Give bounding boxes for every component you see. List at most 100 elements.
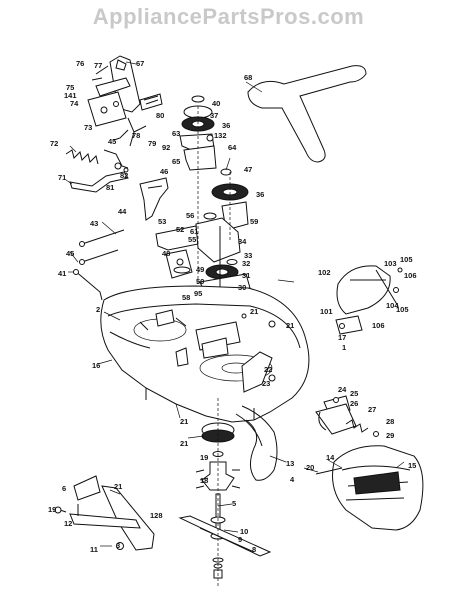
callout-label: 128 [150,511,163,520]
callout-label: 50 [196,277,204,286]
callout-label: 75 [66,83,74,92]
deck-belt[interactable] [235,405,278,481]
callout-label: 43 [90,219,98,228]
callout-label: 6 [62,484,66,493]
callout-label: 76 [76,59,84,68]
callout-label: 31 [242,271,250,280]
lift-linkage[interactable] [87,55,163,147]
callout-label: 71 [58,173,66,182]
callout-label: 53 [158,217,166,226]
callout-label: 28 [386,417,394,426]
callout-label: 45 [66,249,74,258]
callout-label: 21 [180,417,188,426]
front-hanger-bracket[interactable] [54,475,155,551]
callout-label: 82 [120,171,128,180]
callout-label: 3 [116,541,120,550]
callout-label: 11 [90,545,98,554]
callout-label: 29 [386,431,394,440]
callout-label: 52 [176,225,184,234]
callout-label: 63 [172,129,180,138]
callout-label: 72 [50,139,58,148]
callout-label: 27 [368,405,376,414]
spindle-assembly[interactable] [178,398,272,586]
callout-label: 36 [222,121,230,130]
callout-label: 32 [242,259,250,268]
bracket-44[interactable] [139,177,169,221]
belt-shield[interactable] [335,265,403,335]
callout-label: 49 [196,265,204,274]
callout-label: 65 [172,157,180,166]
callout-label: 106 [372,321,385,330]
belt-tool-68[interactable] [247,65,367,163]
callout-label: 73 [84,123,92,132]
callout-label: 19 [200,453,208,462]
callout-label: 64 [228,143,237,152]
callout-labels: 67 76 77 75 141 74 73 68 40 37 36 63 132… [48,59,417,554]
callout-label: 77 [94,61,102,70]
callout-label: 74 [70,99,79,108]
callout-label: 40 [212,99,220,108]
callout-label: 132 [214,131,227,140]
callout-label: 58 [182,293,190,302]
spring-72[interactable] [65,149,99,165]
callout-label: 15 [408,461,416,470]
callout-label: 106 [404,271,417,280]
mower-deck-housing[interactable] [100,285,310,423]
callout-label: 34 [238,237,247,246]
callout-label: 46 [160,167,168,176]
callout-label: 4 [290,475,295,484]
callout-label: 67 [136,59,144,68]
callout-label: 102 [318,268,331,277]
discharge-chute[interactable] [315,445,424,531]
callout-label: 18 [200,476,208,485]
callout-label: 23 [262,379,270,388]
rod-71[interactable] [69,149,129,193]
callout-label: 41 [58,269,66,278]
callout-label: 20 [306,463,314,472]
watermark-text: AppliancePartsPros.com [92,4,365,29]
callout-label: 26 [350,399,358,408]
callout-label: 141 [64,91,77,100]
callout-label: 44 [118,207,127,216]
callout-label: 68 [244,73,252,82]
callout-label: 101 [320,307,333,316]
callout-label: 13 [286,459,294,468]
callout-label: 103 [384,259,397,268]
lift-rod-43[interactable] [73,229,125,301]
callout-label: 9 [238,535,242,544]
callout-label: 19 [48,505,56,514]
callout-label: 37 [210,111,218,120]
callout-label: 21 [114,482,122,491]
callout-label: 59 [250,217,258,226]
callout-label: 55 [188,235,196,244]
callout-label: 56 [186,211,194,220]
callout-label: 2 [96,305,100,314]
callout-label: 61 [190,227,198,236]
callout-label: 30 [238,283,246,292]
callout-label: 105 [400,255,413,264]
callout-label: 8 [252,545,256,554]
callout-label: 81 [106,183,114,192]
callout-label: 12 [64,519,72,528]
callout-label: 105 [396,305,409,314]
callout-label: 104 [386,301,399,310]
callout-label: 21 [286,321,294,330]
rear-bracket-parts[interactable] [315,395,379,437]
callout-label: 17 [338,333,346,342]
callout-label: 47 [244,165,252,174]
callout-label: 48 [162,249,170,258]
callout-label: 22 [264,365,272,374]
callout-label: 25 [350,389,358,398]
leader-lines [65,61,405,547]
callout-label: 92 [162,143,170,152]
callout-label: 21 [180,439,188,448]
callout-label: 95 [194,289,202,298]
callout-label: 24 [338,385,347,394]
callout-label: 1 [342,343,346,352]
callout-label: 14 [326,453,335,462]
callout-label: 33 [244,251,252,260]
callout-label: 16 [92,361,100,370]
callout-label: 79 [148,139,156,148]
callout-label: 5 [232,499,236,508]
